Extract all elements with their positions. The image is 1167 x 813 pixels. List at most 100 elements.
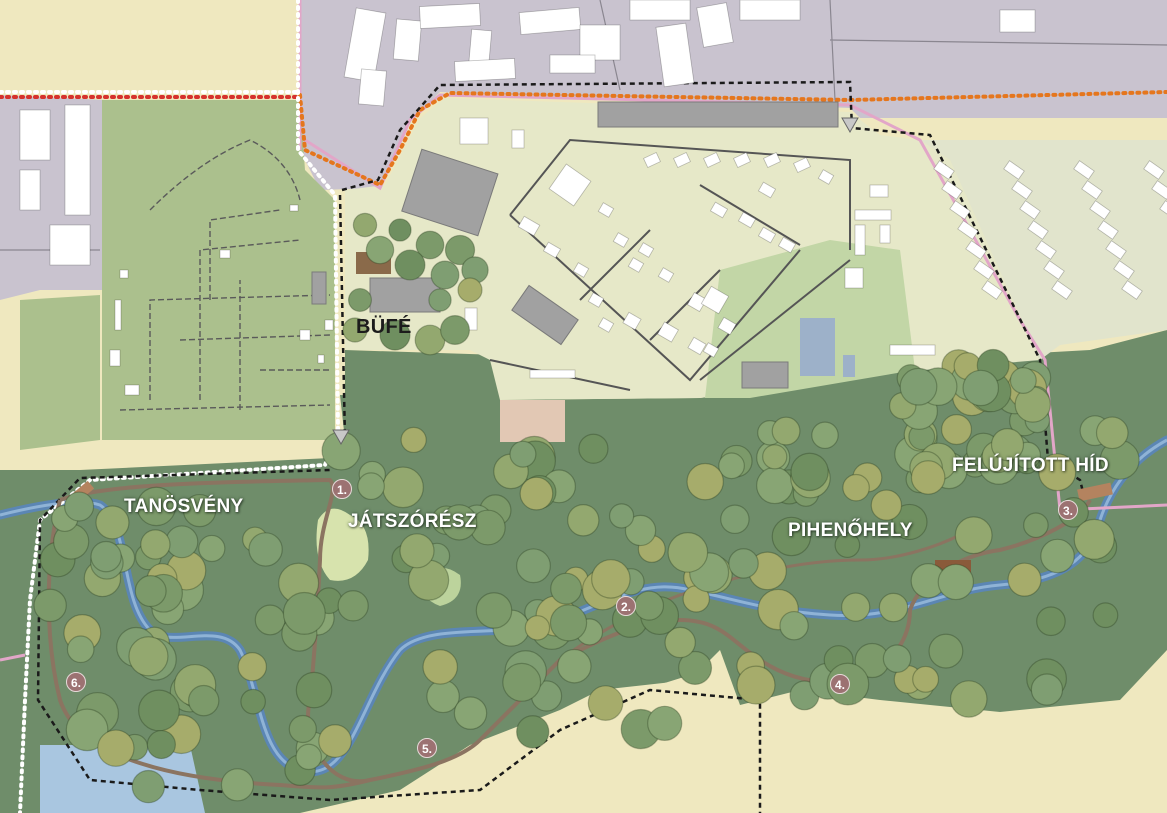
cafe-tree xyxy=(365,235,395,265)
row-house xyxy=(949,200,971,220)
row-house xyxy=(1143,160,1165,180)
row-house xyxy=(1073,160,1095,180)
meadow-hut xyxy=(109,349,121,367)
cafe-tree xyxy=(415,230,445,260)
tree xyxy=(220,768,255,802)
road-pink-west xyxy=(0,653,26,662)
park-building xyxy=(793,156,811,174)
urban-building xyxy=(343,7,387,83)
tree xyxy=(1023,512,1049,539)
urban-building xyxy=(454,58,516,82)
tree xyxy=(647,705,683,742)
row-house xyxy=(957,220,979,240)
tree xyxy=(519,476,554,511)
tree xyxy=(567,504,600,537)
urban-building xyxy=(629,0,691,21)
trail-stop-6: 6. xyxy=(66,672,86,692)
urban-building xyxy=(64,104,91,216)
tree xyxy=(790,452,829,492)
row-house xyxy=(1019,200,1041,220)
park-building xyxy=(737,211,757,229)
tree xyxy=(134,575,167,608)
park-building xyxy=(542,241,562,259)
tree xyxy=(756,466,794,505)
cafe-tree xyxy=(457,277,483,303)
tree xyxy=(910,460,946,495)
row-house xyxy=(1011,180,1033,200)
park-building xyxy=(657,321,679,343)
tree xyxy=(771,416,801,446)
tree xyxy=(95,505,130,540)
urban-building xyxy=(579,24,621,61)
tree xyxy=(441,504,478,541)
tree xyxy=(686,462,724,501)
urban-building xyxy=(696,2,734,48)
meadow-hut xyxy=(299,329,311,341)
tree xyxy=(382,466,424,509)
tree xyxy=(136,486,177,527)
park-building xyxy=(637,242,655,258)
tree xyxy=(878,592,909,623)
park-building xyxy=(889,344,936,356)
tree xyxy=(578,433,609,464)
label-tanosveny: TANÖSVÉNY xyxy=(124,496,244,517)
tree xyxy=(550,572,583,605)
boundary-orange xyxy=(298,90,1167,188)
tree xyxy=(282,591,326,635)
row-house xyxy=(1097,220,1119,240)
tree xyxy=(720,504,750,535)
sand-court xyxy=(500,400,565,442)
tree xyxy=(949,680,988,718)
tree xyxy=(771,516,812,557)
park-building xyxy=(869,184,889,198)
tree xyxy=(779,610,809,641)
row-house xyxy=(965,240,987,260)
buildings xyxy=(19,0,1167,396)
tree xyxy=(633,590,665,621)
tree xyxy=(66,635,95,664)
tree xyxy=(736,665,776,705)
urban-area xyxy=(300,0,1167,190)
park-building xyxy=(702,342,720,358)
tree xyxy=(557,648,592,684)
tree xyxy=(1095,416,1129,450)
cafe-tree xyxy=(394,249,426,281)
tree xyxy=(549,604,588,642)
park-building xyxy=(572,262,590,278)
meadow-paths xyxy=(119,139,331,411)
tree xyxy=(912,665,940,693)
tree xyxy=(962,369,1000,407)
park-building xyxy=(622,311,642,331)
tree xyxy=(240,688,266,715)
row-house xyxy=(1035,240,1057,260)
large-buildings xyxy=(311,101,839,389)
tree xyxy=(516,548,551,584)
urban-building xyxy=(392,18,423,62)
tree xyxy=(90,540,122,573)
tree xyxy=(990,427,1025,462)
cafe-tree xyxy=(352,212,378,238)
tree xyxy=(664,626,696,659)
park-building xyxy=(511,129,525,149)
tree xyxy=(591,559,631,599)
tree xyxy=(728,548,759,579)
cafe-tree xyxy=(388,218,412,242)
tree xyxy=(1036,606,1066,637)
meadow-area xyxy=(102,100,335,440)
cafe-tree xyxy=(428,288,452,312)
court-blue-small xyxy=(843,355,855,377)
urban-building xyxy=(49,224,91,266)
park-building xyxy=(548,163,592,207)
label-pihenohely: PIHENŐHELY xyxy=(788,520,913,541)
row-house xyxy=(1151,180,1167,200)
court-blue xyxy=(800,318,835,376)
tree xyxy=(97,729,135,767)
row-house xyxy=(1051,280,1073,300)
tree xyxy=(146,729,176,760)
park-building xyxy=(763,151,781,169)
tree xyxy=(718,452,745,480)
urban-building xyxy=(739,0,801,21)
tree xyxy=(1007,562,1042,597)
trail-stop-3: 3. xyxy=(1058,500,1078,520)
